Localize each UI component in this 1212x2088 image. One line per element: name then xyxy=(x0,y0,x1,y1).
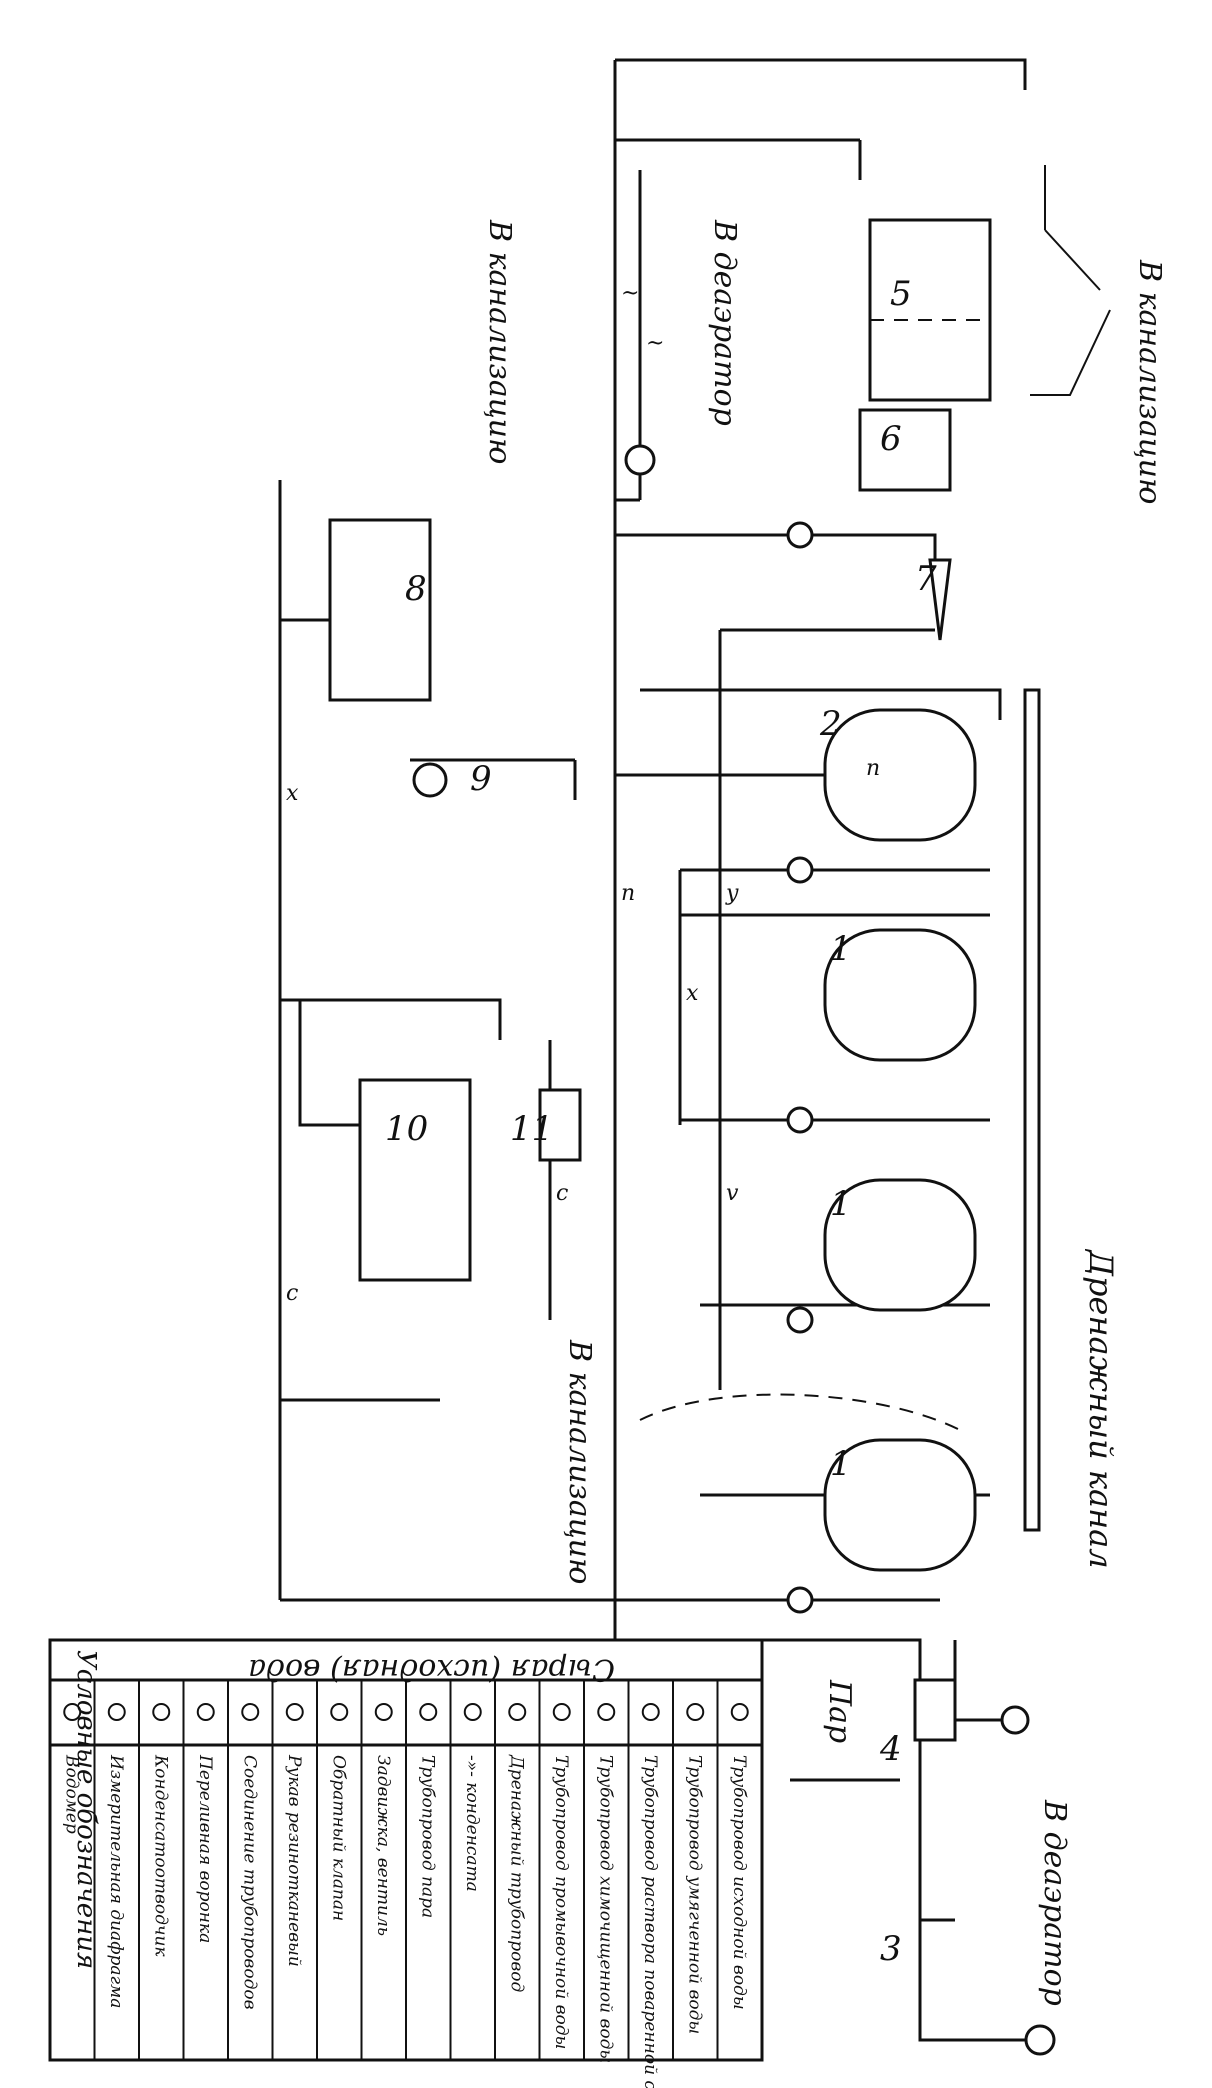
tank-6-number: 6 xyxy=(880,419,902,459)
orifice-icon xyxy=(786,1306,814,1334)
line-code-mark: с xyxy=(286,1281,298,1306)
legend-row-label: Конденсатоотводчик xyxy=(150,1754,170,1957)
line-u-icon xyxy=(686,1703,705,1721)
tank-8-number: 8 xyxy=(405,569,427,609)
orifice-icon xyxy=(786,856,814,884)
pump-9-number: 9 xyxy=(470,759,492,799)
water-meter-icon xyxy=(1024,2024,1056,2056)
legend-row-label: Трубопровод химочищенной воды xyxy=(595,1755,615,2063)
water-meter-icon xyxy=(624,444,656,476)
pump-9 xyxy=(412,762,448,798)
steam-line-icon xyxy=(419,1703,438,1721)
to-deaerator-1-label: В деаэратор xyxy=(707,219,742,426)
equipment-numbers: 8 9 10 11 5 6 7 2 1 1 1 3 4 xyxy=(385,274,937,1969)
pipe-joint-icon xyxy=(241,1703,260,1721)
line-code-mark: с xyxy=(556,1181,568,1206)
legend-row-label: Задвижка, вентиль xyxy=(373,1755,393,1936)
line-s-icon xyxy=(641,1703,660,1721)
line-code-mark: п xyxy=(621,881,635,906)
unit-3-number: 3 xyxy=(880,1929,902,1969)
ejector-7 xyxy=(928,558,952,641)
unit-11-number: 11 xyxy=(510,1109,553,1149)
gate-valve-icon xyxy=(374,1703,393,1721)
rubber-hose-icon xyxy=(285,1703,304,1721)
legend-row-label: Трубопровод промывочной воды xyxy=(551,1755,571,2049)
condensate-line-icon xyxy=(463,1703,482,1721)
line-code-mark: ~ xyxy=(646,331,664,356)
filter-1b xyxy=(823,1178,977,1312)
heater-4 xyxy=(913,1678,957,1742)
orifice-icon xyxy=(107,1703,126,1721)
unit-11 xyxy=(538,1088,582,1162)
heater-4-number: 4 xyxy=(879,1729,902,1769)
tank-10-number: 10 xyxy=(385,1109,428,1149)
tank-5 xyxy=(868,218,992,402)
equipment xyxy=(328,218,1056,2056)
filter-1b-number: 1 xyxy=(830,1184,852,1224)
line-code-mark: х xyxy=(286,781,299,806)
filter-2-number: 2 xyxy=(819,704,842,744)
steam-trap-icon xyxy=(1000,1705,1030,1735)
line-v-icon xyxy=(730,1703,749,1721)
legend-row-label: Переливная воронка xyxy=(195,1754,215,1943)
legend-row-label: Трубопровод пара xyxy=(417,1755,437,1918)
check-valve-icon xyxy=(330,1703,349,1721)
to-sewer-1-label: В канализацию xyxy=(482,219,517,464)
tank-5-number: 5 xyxy=(890,274,912,314)
line-code-mark: х xyxy=(686,981,699,1006)
legend-row-label: Трубопровод раствора поваренной соли xyxy=(640,1755,660,2088)
water-meter-icon xyxy=(63,1703,82,1721)
legend-row-label: Водомер xyxy=(61,1754,81,1834)
legend-row-label: Соединение трубопроводов xyxy=(239,1755,259,2010)
orifice-icon xyxy=(786,521,814,549)
tank-6 xyxy=(858,408,952,492)
legend-title: Условные обозначения xyxy=(71,1650,101,1969)
line-code-marks: ~ п х с у v ~ п х с xyxy=(286,281,880,1306)
line-code-mark: v xyxy=(726,1181,739,1206)
legend: Водомер Измерительная диафрагма Конденсато… xyxy=(48,1638,764,2088)
filter-1c-number: 1 xyxy=(830,1444,852,1484)
raw-water-label: Сырая (исходная) вода xyxy=(248,1652,615,1687)
line-p-icon xyxy=(552,1703,571,1721)
legend-row-label: Обратный клапан xyxy=(328,1755,348,1921)
legend-row-label: Рукав резинотканевый xyxy=(284,1754,304,1967)
line-code-mark: ~ xyxy=(621,281,639,306)
filter-2 xyxy=(823,708,977,842)
line-code-mark: п xyxy=(866,756,880,781)
to-deaerator-2-label: В деаэратор xyxy=(1037,1799,1072,2006)
tank-10 xyxy=(358,1078,472,1282)
legend-row-label: -»- конденсата xyxy=(462,1755,482,1892)
funnel-icon xyxy=(196,1703,215,1721)
legend-row-label: Дренажный трубопровод xyxy=(506,1754,526,1992)
drain-channel-label: Дренажный канал xyxy=(1082,1248,1120,1569)
drain-line-icon xyxy=(508,1703,527,1721)
orifice-icon xyxy=(786,1586,814,1614)
filter-1a xyxy=(823,928,977,1062)
line-x-icon xyxy=(597,1703,616,1721)
legend-row-label: Трубопровод умягченной воды xyxy=(684,1755,704,2034)
filter-1c xyxy=(823,1438,977,1572)
orifice-icon xyxy=(786,1106,814,1134)
flow-labels: Сырая (исходная) вода Пар В деаэратор В … xyxy=(248,219,1167,2006)
legend-row-label: Измерительная диафрагма xyxy=(106,1754,126,2008)
drain-channel xyxy=(1023,688,1041,1532)
steam-label: Пар xyxy=(822,1679,857,1743)
filter-1a-number: 1 xyxy=(830,929,852,969)
steam-trap-icon xyxy=(152,1703,171,1721)
to-sewer-2-label: В канализацию xyxy=(562,1339,597,1584)
line-code-mark: у xyxy=(725,881,739,906)
ejector-7-number: 7 xyxy=(915,559,937,599)
tank-8 xyxy=(328,518,432,702)
legend-row-label: Трубопровод исходной воды xyxy=(729,1755,749,2010)
to-sewer-3-label: В канализацию xyxy=(1132,259,1167,504)
